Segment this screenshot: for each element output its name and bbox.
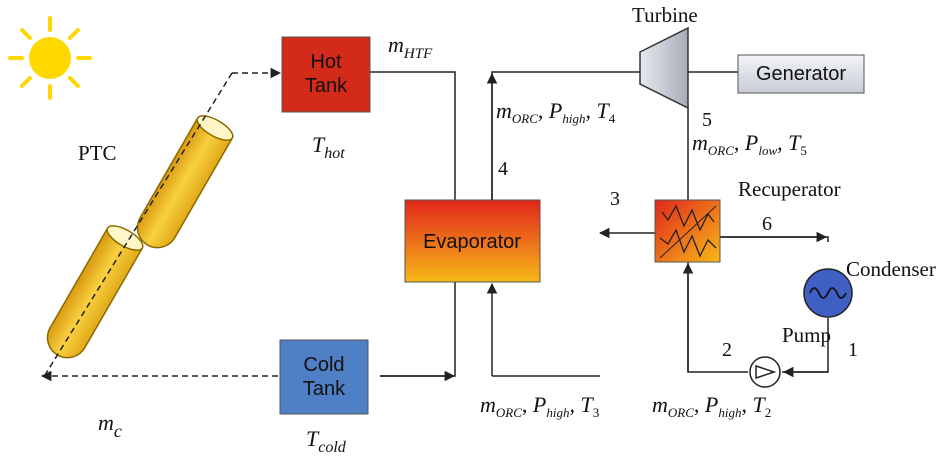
cold-tank-label-line2: Tank: [303, 378, 346, 400]
state3-properties: mORC, Phigh, T3: [480, 392, 599, 420]
evaporator-label: Evaporator: [423, 231, 521, 253]
ptc-label: PTC: [78, 141, 117, 165]
hot-tank-label-line1: Hot: [310, 51, 342, 73]
state-point-6: 6: [762, 213, 772, 235]
state-point-5: 5: [702, 109, 712, 131]
htf-dashed-loop: [40, 67, 282, 382]
state-point-1: 1: [848, 339, 858, 361]
cold-tank: Cold Tank: [279, 339, 369, 415]
state2-properties: mORC, Phigh, T2: [652, 392, 771, 420]
turbine-icon: [639, 26, 689, 110]
evaporator: Evaporator: [404, 199, 541, 283]
state5-properties: mORC, Plow, T5: [692, 130, 807, 158]
t-hot-symbol: Thot: [312, 132, 345, 162]
pump-icon: [749, 356, 781, 388]
turbine-label: Turbine: [632, 3, 698, 27]
condenser-label: Condenser: [846, 257, 936, 281]
cold-tank-label-line1: Cold: [303, 354, 344, 376]
state-point-2: 2: [722, 339, 732, 361]
m-htf-symbol: mHTF: [388, 32, 433, 62]
htf-solid-loop: [370, 71, 456, 382]
state-point-4: 4: [498, 158, 508, 180]
generator-label: Generator: [756, 63, 846, 85]
ptc-collector-icon: [46, 115, 234, 359]
state-point-3: 3: [610, 188, 620, 210]
pump-label: Pump: [782, 323, 831, 347]
t-cold-symbol: Tcold: [306, 426, 347, 453]
condenser-icon: [803, 268, 853, 318]
generator: Generator: [737, 54, 865, 94]
state4-properties: mORC, Phigh, T4: [496, 98, 616, 126]
recuperator-icon: [654, 199, 721, 263]
hot-tank-label-line2: Tank: [305, 75, 348, 97]
recuperator-label: Recuperator: [738, 177, 841, 201]
sun-icon: [8, 16, 92, 100]
hot-tank: Hot Tank: [281, 36, 371, 113]
orc-loop: [486, 71, 829, 378]
m-c-symbol: mc: [98, 410, 122, 441]
